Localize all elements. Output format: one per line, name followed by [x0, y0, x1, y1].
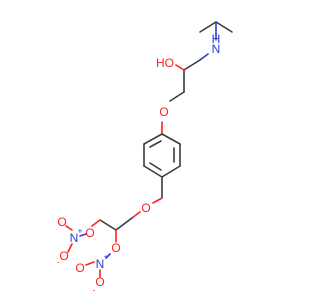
- atom-o-minus1: O: [59, 249, 68, 263]
- atom-nh-h: H: [212, 32, 221, 46]
- molecule-structure: H N HO O O O O N + N + O O - O O -: [57, 21, 233, 295]
- bond-ch2b-o3: [91, 219, 101, 227]
- atom-o-ether2: O: [141, 201, 150, 215]
- bond-ring-4: [143, 165, 163, 178]
- bond-ch-ch2b: [99, 219, 117, 231]
- atom-nh-n: N: [212, 42, 221, 56]
- atom-o-dbl1: O: [57, 215, 66, 229]
- atom-ho: HO: [156, 56, 174, 70]
- atom-n-nitro1: N: [70, 231, 79, 245]
- bond-ring-3: [161, 165, 181, 178]
- charge-minus-1: -: [57, 258, 60, 267]
- atom-o-minus2: O: [95, 275, 104, 289]
- bond-n2-o7: [85, 261, 95, 266]
- bond-n1-o6: [67, 243, 73, 253]
- atom-o-dbl2: O: [75, 261, 84, 275]
- bond-ipr-1: [199, 21, 217, 33]
- charge-minus-2: -: [93, 286, 96, 295]
- bond-o2-ch2: [131, 211, 141, 219]
- atom-o-link2: O: [111, 241, 120, 255]
- bond-choh-oh: [175, 64, 185, 71]
- atom-labels: H N HO O O O O N + N + O O - O O -: [57, 32, 221, 295]
- charge-plus-2: +: [104, 253, 109, 262]
- bond-o4-n2: [105, 253, 111, 259]
- bond-ring-d3: [149, 162, 162, 171]
- atom-o-link1: O: [85, 226, 94, 240]
- bond-ipr-2: [215, 21, 233, 33]
- bond-ring-6: [143, 133, 163, 145]
- atom-n-nitro2: N: [96, 257, 105, 271]
- bond-group: [65, 21, 233, 278]
- bond-o3-n1: [79, 233, 87, 237]
- bond-ch2-choh: [183, 59, 201, 71]
- bond-n-ch2: [199, 53, 209, 61]
- bond-ch2-o1: [169, 91, 185, 102]
- bond-ch2-ch: [115, 217, 133, 231]
- bond-n1-o5: [65, 225, 73, 231]
- charge-plus-1: +: [78, 227, 83, 236]
- atom-o-ether1: O: [159, 105, 168, 119]
- bond-ring-d1: [149, 140, 162, 148]
- bond-ring-1: [161, 133, 181, 145]
- bond-ch2-o2: [152, 197, 163, 204]
